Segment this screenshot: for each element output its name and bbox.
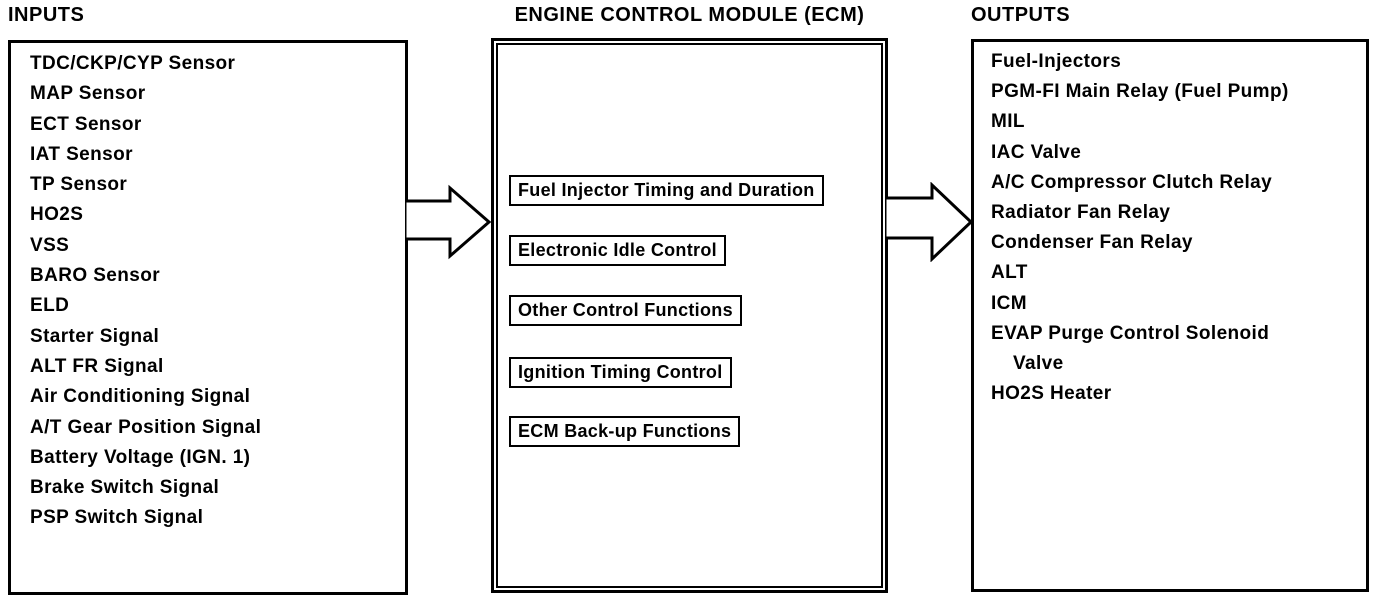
input-item: A/T Gear Position Signal xyxy=(30,416,262,438)
output-item: Fuel-Injectors xyxy=(991,51,1122,72)
outputs-title: OUTPUTS xyxy=(971,4,1071,26)
input-item: ALT FR Signal xyxy=(30,355,164,377)
output-item: ICM xyxy=(991,292,1028,314)
output-item: HO2S Heater xyxy=(991,383,1112,405)
inputs-list: TDC/CKP/CYP Sensor MAP Sensor ECT Sensor… xyxy=(11,43,405,534)
output-flow-arrow-icon xyxy=(885,182,974,262)
inputs-title: INPUTS xyxy=(8,4,85,26)
output-item: A/C Compressor Clutch Relay xyxy=(991,171,1273,193)
input-item: MAP Sensor xyxy=(30,83,146,105)
input-item: TP Sensor xyxy=(30,174,128,196)
output-item: IAC Valve xyxy=(991,141,1082,163)
input-item: BARO Sensor xyxy=(30,265,161,287)
input-item: IAT Sensor xyxy=(30,143,133,165)
input-item: ECT Sensor xyxy=(30,113,142,135)
ecm-box: Fuel Injector Timing and Duration Electr… xyxy=(491,38,888,593)
input-item: HO2S xyxy=(30,204,84,226)
output-item: PGM-FI Main Relay (Fuel Pump) xyxy=(991,81,1289,103)
outputs-box: Fuel-Injectors PGM-FI Main Relay (Fuel P… xyxy=(971,39,1369,592)
input-item: Air Conditioning Signal xyxy=(30,386,251,408)
input-item: TDC/CKP/CYP Sensor xyxy=(30,53,236,74)
input-item: ELD xyxy=(30,295,70,317)
ecm-function-box: Fuel Injector Timing and Duration xyxy=(509,175,824,206)
ecm-title: ENGINE CONTROL MODULE (ECM) xyxy=(514,4,865,26)
input-item: Brake Switch Signal xyxy=(30,477,220,499)
ecm-function-box: ECM Back-up Functions xyxy=(509,416,741,447)
ecm-function-box: Electronic Idle Control xyxy=(509,235,726,266)
input-flow-arrow-icon xyxy=(405,184,492,260)
input-item: Battery Voltage (IGN. 1) xyxy=(30,446,251,468)
output-item: Radiator Fan Relay xyxy=(991,202,1171,224)
input-item: Starter Signal xyxy=(30,325,160,347)
inputs-box: TDC/CKP/CYP Sensor MAP Sensor ECT Sensor… xyxy=(8,40,408,595)
output-item: Condenser Fan Relay xyxy=(991,232,1193,254)
input-item: PSP Switch Signal xyxy=(30,507,204,529)
ecm-function-box: Ignition Timing Control xyxy=(509,357,732,388)
output-item: EVAP Purge Control Solenoid xyxy=(991,322,1270,344)
output-item: MIL xyxy=(991,111,1025,133)
ecm-function-box: Other Control Functions xyxy=(509,295,742,326)
output-item-wrap: Valve xyxy=(1013,353,1064,375)
outputs-list: Fuel-Injectors PGM-FI Main Relay (Fuel P… xyxy=(974,42,1366,409)
output-item: ALT xyxy=(991,262,1028,284)
input-item: VSS xyxy=(30,234,70,256)
